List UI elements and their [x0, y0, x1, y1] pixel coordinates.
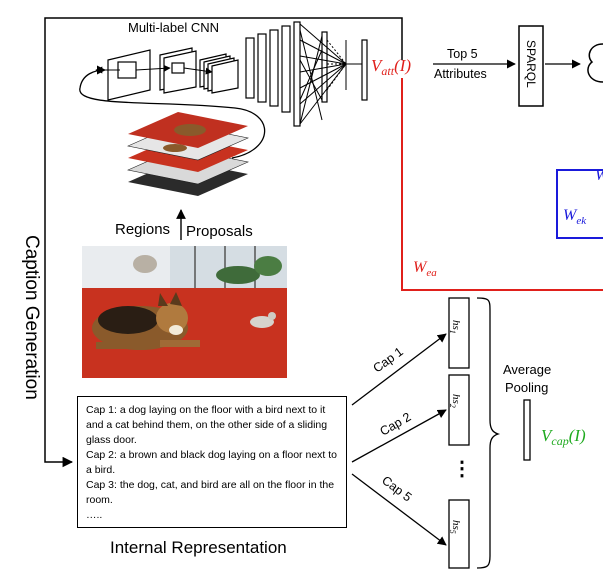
caption-generation-loop [44, 17, 403, 468]
hs5-box [448, 499, 470, 569]
caption-box: Cap 1: a dog laying on the floor with a … [77, 396, 347, 528]
caption-generation-label: Caption Generation [21, 235, 42, 400]
cap1-arrow [351, 333, 447, 406]
w-ea-frame [401, 78, 603, 291]
region-to-cnn-curve [79, 65, 266, 159]
cnn-internal-arrows [95, 23, 364, 125]
w-ek-frame [556, 169, 603, 239]
hs1-label: hs1 [448, 320, 462, 334]
cnn-diagram [107, 21, 328, 127]
cap1-label: Cap 1 [371, 344, 406, 375]
v-att-label: Vatt(I) [371, 56, 411, 78]
hs1-box [448, 297, 470, 369]
w-ea-label: Wea [413, 259, 437, 279]
v-cap-vector [523, 399, 531, 461]
top5-label: Top 5 [447, 47, 478, 61]
hs2-box [448, 374, 470, 446]
hs5-label: hs5 [448, 520, 462, 534]
region-proposals-stack [127, 112, 249, 196]
caption-2: Cap 2: a brown and black dog laying on a… [86, 449, 337, 476]
cap5-label: Cap 5 [379, 473, 414, 504]
attributes-label: Attributes [434, 67, 487, 81]
sparql-box [518, 25, 544, 107]
knowledge-cloud-partial [587, 43, 603, 83]
pooling-label: Pooling [505, 380, 548, 395]
caption-1: Cap 1: a dog laying on the floor with a … [86, 404, 328, 446]
cap2-label: Cap 2 [378, 410, 414, 439]
regions-label: Regions [115, 221, 170, 238]
average-label: Average [503, 362, 551, 377]
caption-3: Cap 3: the dog, cat, and bird are all on… [86, 479, 335, 506]
hs2-label: hs2 [448, 394, 462, 408]
internal-representation-label: Internal Representation [110, 538, 287, 557]
v-cap-label: Vcap(I) [541, 426, 586, 448]
cap2-arrow [351, 409, 447, 463]
sparql-label: SPARQL [524, 40, 538, 88]
w-ek-label: Wek [563, 207, 587, 227]
cap5-arrow [351, 473, 447, 546]
proposals-label: Proposals [186, 223, 253, 240]
v-att-vector [361, 39, 368, 101]
input-photo [82, 246, 287, 378]
cnn-title: Multi-label CNN [128, 20, 219, 35]
caption-more: ….. [86, 509, 103, 521]
pooling-brace [476, 297, 501, 569]
w-partial-label: W [595, 167, 603, 184]
hs-ellipsis: ⋮ [452, 458, 472, 480]
